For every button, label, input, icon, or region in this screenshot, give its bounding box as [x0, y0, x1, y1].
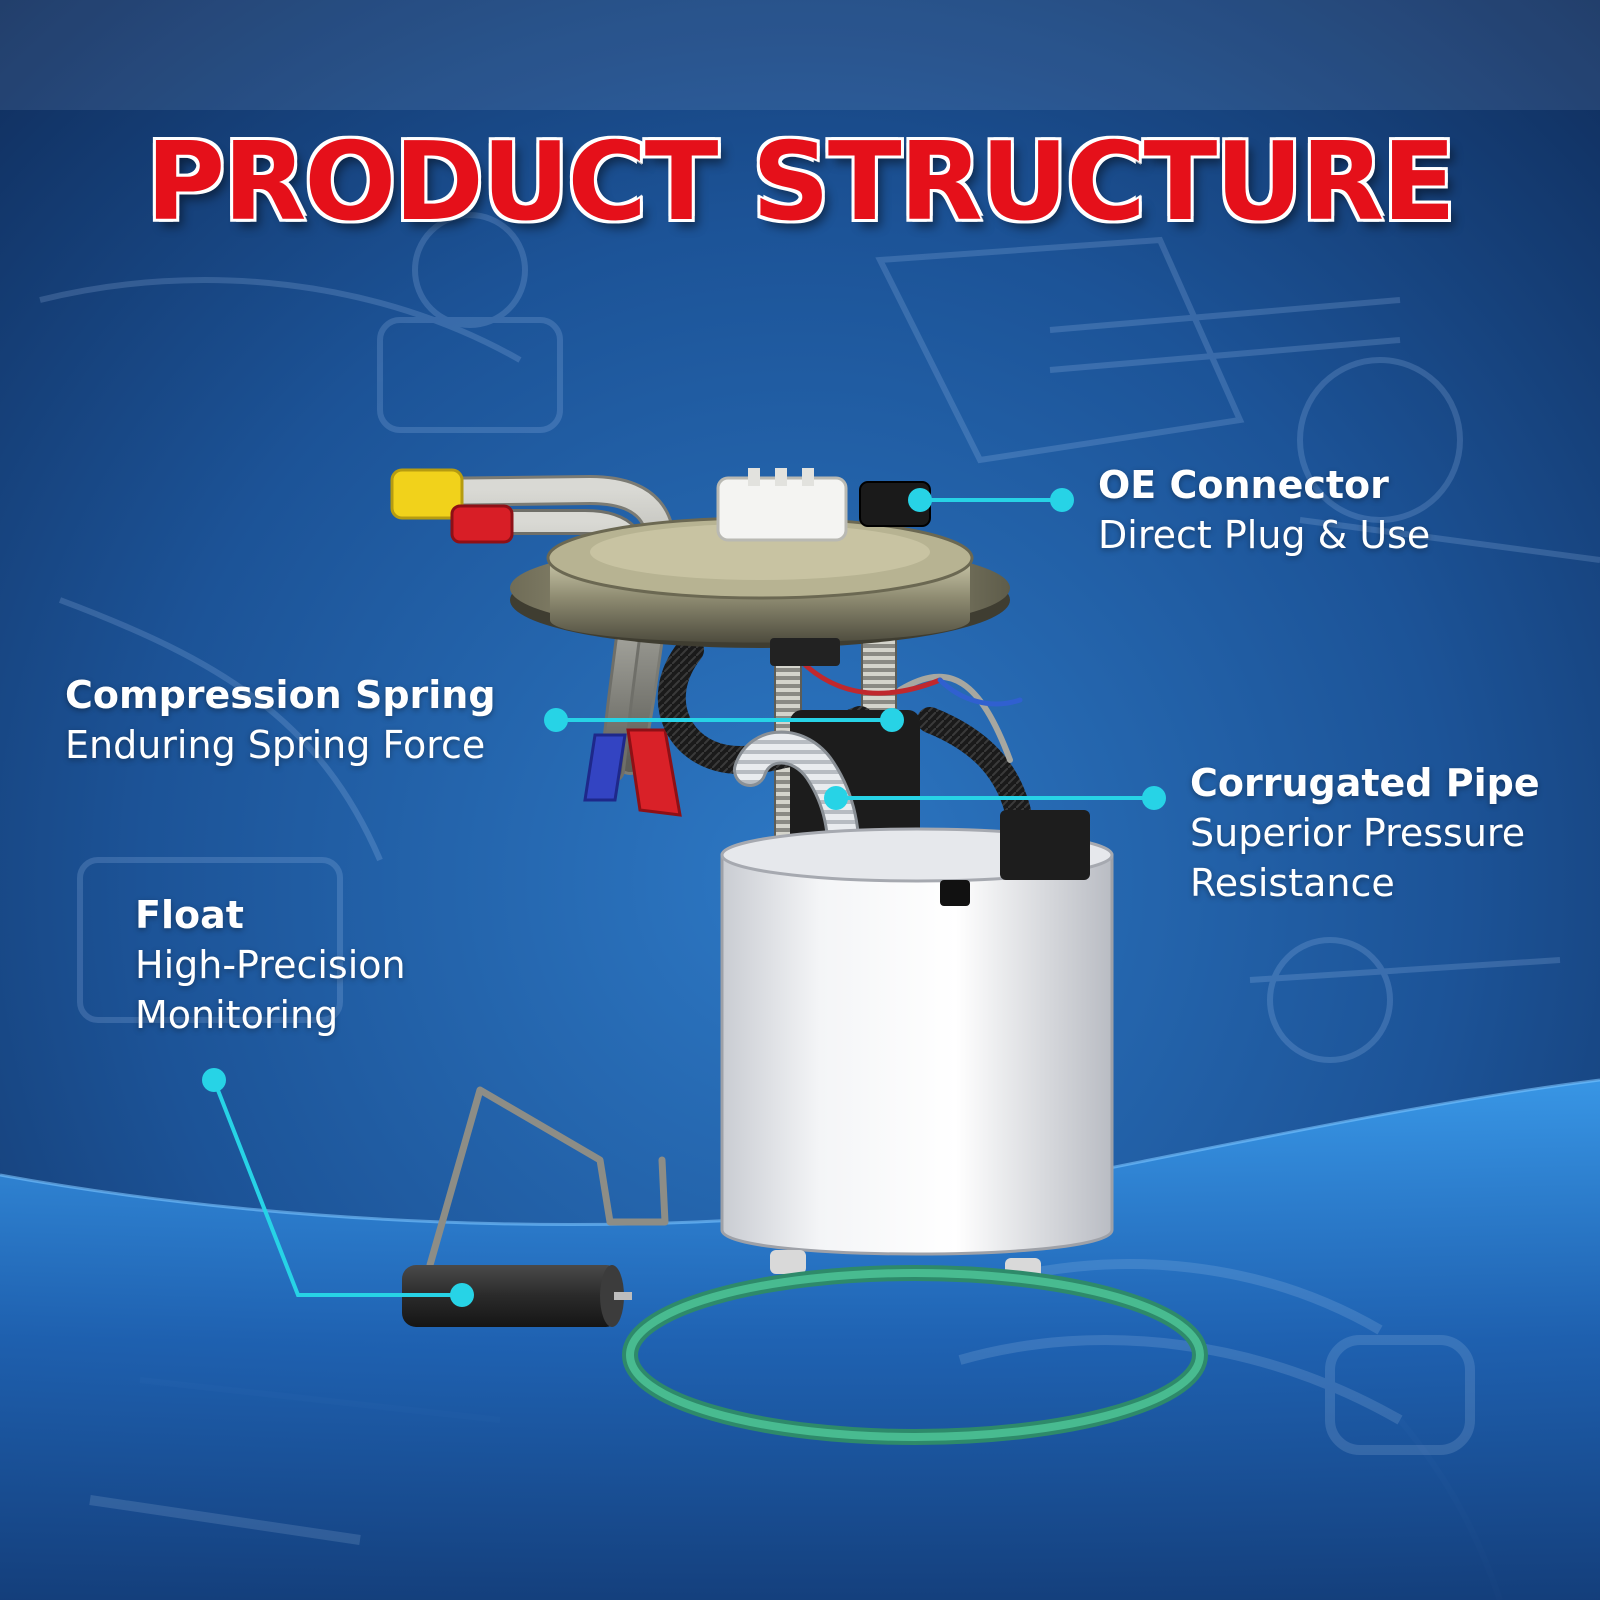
corrugated-pipe-description-line-1: Superior Pressure — [1190, 811, 1526, 855]
corrugated-pipe-callout: Corrugated Pipe Superior Pressure Resist… — [1190, 758, 1540, 908]
tank-flange — [510, 516, 1010, 666]
compression-spring-dot-product — [880, 708, 904, 732]
float — [402, 1265, 632, 1327]
oe-connector-title: OE Connector — [1098, 463, 1389, 507]
float-leader-line — [212, 1079, 462, 1297]
float-dot-label — [202, 1068, 226, 1092]
compression-spring-description: Enduring Spring Force — [65, 723, 486, 767]
corrugated-pipe-dot-label — [1142, 786, 1166, 810]
corrugated-pipe-description-line-2: Resistance — [1190, 861, 1395, 905]
pump-canister — [720, 810, 1114, 1282]
oe-connector-description: Direct Plug & Use — [1098, 513, 1431, 557]
float-title: Float — [135, 893, 244, 937]
float-dot-product — [450, 1283, 474, 1307]
compression-spring-callout: Compression Spring Enduring Spring Force — [65, 670, 496, 770]
compression-spring-title: Compression Spring — [65, 673, 496, 717]
oe-connector-dot-product — [908, 488, 932, 512]
float-callout: Float High-Precision Monitoring — [135, 890, 406, 1040]
float-description-line-1: High-Precision — [135, 943, 406, 987]
oe-connector-dot-label — [1050, 488, 1074, 512]
oe-connector-callout: OE Connector Direct Plug & Use — [1098, 460, 1430, 560]
float-description-line-2: Monitoring — [135, 993, 339, 1037]
compression-spring-dot-label — [544, 708, 568, 732]
corrugated-pipe-dot-product — [824, 786, 848, 810]
float-arm — [426, 1086, 669, 1269]
page-title: PRODUCT STRUCTURE — [144, 118, 1458, 247]
corrugated-pipe-title: Corrugated Pipe — [1190, 761, 1540, 805]
